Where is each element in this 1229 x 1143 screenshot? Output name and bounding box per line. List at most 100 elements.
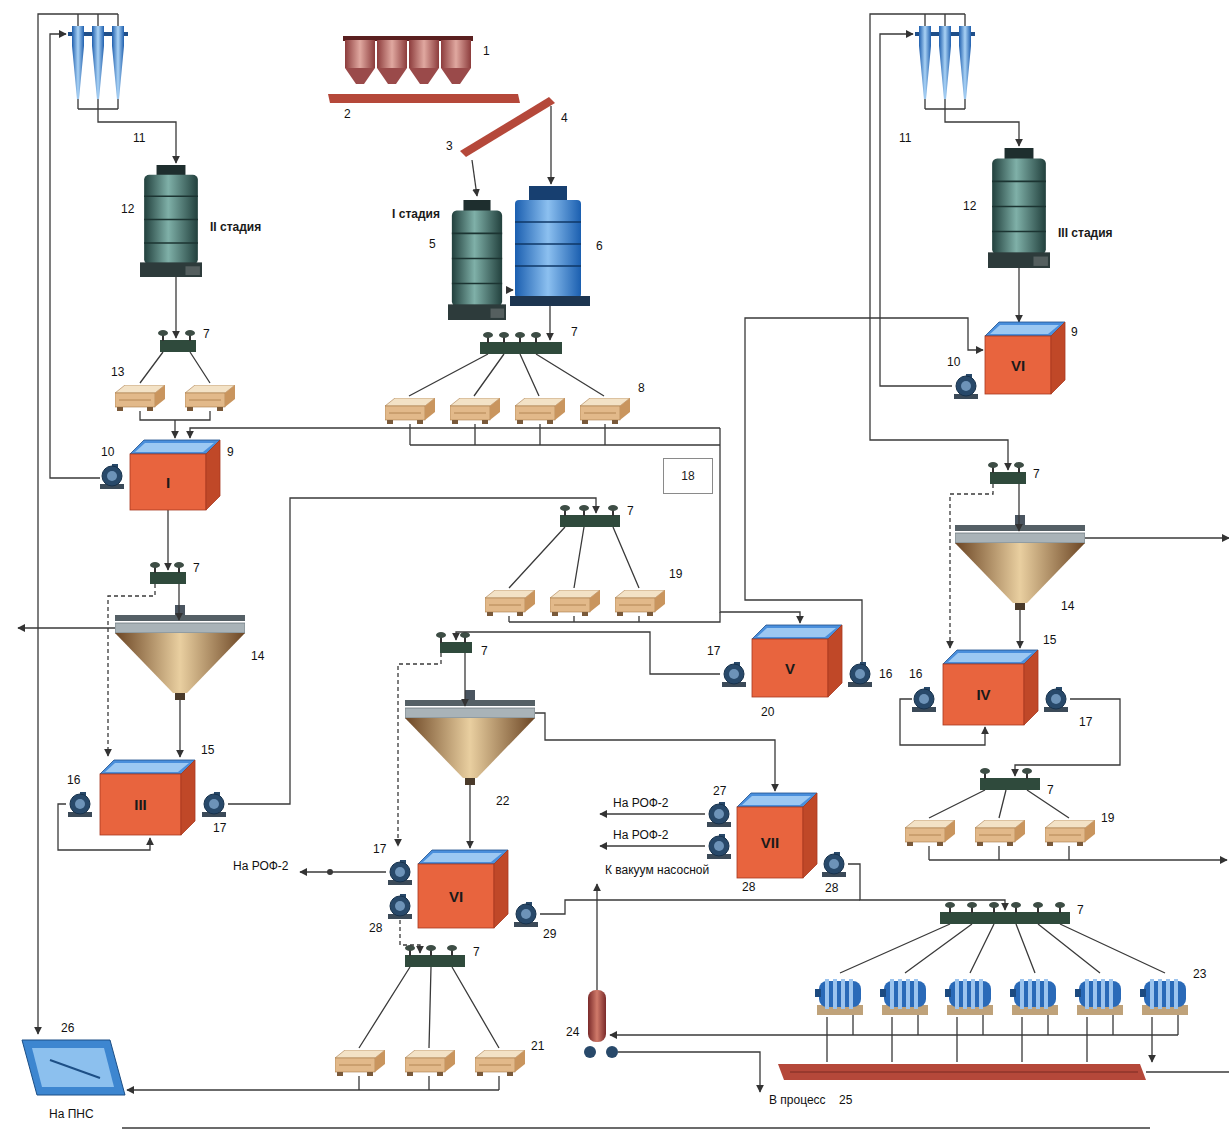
slurry-pump: [1044, 687, 1068, 712]
sump-water: [742, 796, 811, 805]
callout-number: 27: [712, 785, 727, 798]
spiral-classifier: [450, 398, 500, 424]
callout-number: 1: [482, 45, 491, 58]
spiral-classifier: [385, 398, 435, 424]
distributor: [531, 332, 541, 343]
callout-number: 16: [908, 668, 923, 681]
slurry-pipe: [929, 859, 1227, 860]
slurry-pump: [912, 687, 936, 712]
distributor: [460, 632, 470, 643]
ore-bins: [377, 68, 407, 84]
callout-number: 7: [570, 326, 579, 339]
slurry-pipe: [179, 700, 180, 757]
distributor: [483, 332, 493, 343]
spiral-classifier: [580, 398, 630, 424]
callout-number: 7: [472, 946, 481, 959]
flow-destination-label: К вакуум насосной: [604, 864, 710, 877]
sump-tank: I: [130, 440, 220, 510]
callout-number: 29: [542, 928, 557, 941]
callout-number: 7: [1032, 468, 1041, 481]
mill-shape: [988, 148, 1050, 268]
sump-front: [737, 807, 803, 878]
slurry-pump: [202, 792, 226, 817]
sump-top: [752, 625, 842, 639]
slurry-pipe: [127, 1089, 499, 1090]
slurry-pipe: [550, 106, 551, 184]
spiral-classifier: [975, 820, 1025, 846]
ore-bins: [345, 68, 375, 84]
callout-number: 7: [480, 645, 489, 658]
ore-bins: [343, 36, 473, 84]
spiral-classifier: [550, 590, 600, 616]
sump-tank-shape: [100, 760, 195, 835]
slurry-pipe: [174, 420, 175, 438]
spiral-classifier: [185, 385, 235, 411]
sump-side: [206, 440, 220, 510]
flow-destination-label: На РОФ-2: [612, 829, 670, 842]
spiral-classifier: [475, 1050, 525, 1076]
sump-front: [985, 336, 1051, 394]
distributor: [499, 332, 509, 343]
slurry-pipe: [464, 653, 465, 706]
spiral-classifier: [615, 590, 665, 616]
distributor: [579, 505, 589, 516]
distributor: [150, 562, 160, 573]
sump-tank: V: [752, 625, 842, 697]
slurry-pipe: [140, 411, 210, 420]
sump-front: [418, 864, 494, 928]
callout-number: 6: [595, 240, 604, 253]
spiral-classifier: [905, 820, 955, 846]
callout-number: 21: [530, 1040, 545, 1053]
launder-sump: [22, 1040, 125, 1095]
slurry-pipe: [359, 967, 499, 1048]
slurry-pump: [68, 792, 92, 817]
slurry-pipe: [50, 34, 100, 478]
tower-mill: [515, 265, 581, 267]
disc-filter: [815, 979, 1188, 1015]
callout-number: 7: [626, 505, 635, 518]
thickener: [115, 605, 245, 700]
belt-conveyor: [460, 97, 555, 157]
distributor: [426, 945, 436, 956]
spiral-classifier: [115, 385, 1095, 1076]
sump-front: [943, 664, 1024, 725]
ore-bins: [345, 40, 375, 68]
slurry-pipe: [178, 584, 179, 620]
callout-number: 25: [838, 1094, 853, 1107]
slurry-pipe: [618, 1052, 760, 1092]
slurry-pipe: [167, 510, 168, 570]
slurry-pump: [514, 902, 538, 927]
tower-mill: [515, 243, 581, 245]
slurry-pump: [100, 464, 124, 489]
tower-mill: [529, 186, 567, 202]
slurry-pipe: [1146, 1071, 1229, 1072]
slurry-pipe: [1019, 610, 1020, 648]
hydrocyclone: [915, 14, 975, 109]
slurry-pipe: [720, 428, 800, 623]
slurry-pipe: [840, 924, 1165, 973]
flow-destination-label: На РОФ-2: [232, 860, 290, 873]
slurry-pump: [954, 374, 978, 399]
distributor: [158, 330, 168, 341]
slurry-pipe: [410, 424, 720, 445]
callout-number: 10: [946, 356, 961, 369]
ore-bins: [409, 68, 439, 84]
distributor: [1055, 902, 1065, 913]
distributor: [150, 572, 186, 584]
distributor: [945, 902, 955, 913]
sump-side: [828, 625, 842, 697]
distributor: [185, 330, 195, 341]
callout-number: 10: [100, 446, 115, 459]
callout-number: 5: [428, 238, 437, 251]
slurry-pipe: [108, 584, 155, 756]
callout-number: 2: [343, 108, 352, 121]
spiral-classifier: [335, 1050, 385, 1076]
slurry-pipe: [549, 306, 550, 340]
slurry-pipe: [600, 813, 705, 814]
callout-number: 20: [760, 706, 775, 719]
slurry-pipe: [745, 318, 983, 662]
callout-number: 7: [1046, 784, 1055, 797]
callout-number: 7: [202, 328, 211, 341]
callout-number: 28: [741, 881, 756, 894]
distributor: [405, 955, 465, 967]
